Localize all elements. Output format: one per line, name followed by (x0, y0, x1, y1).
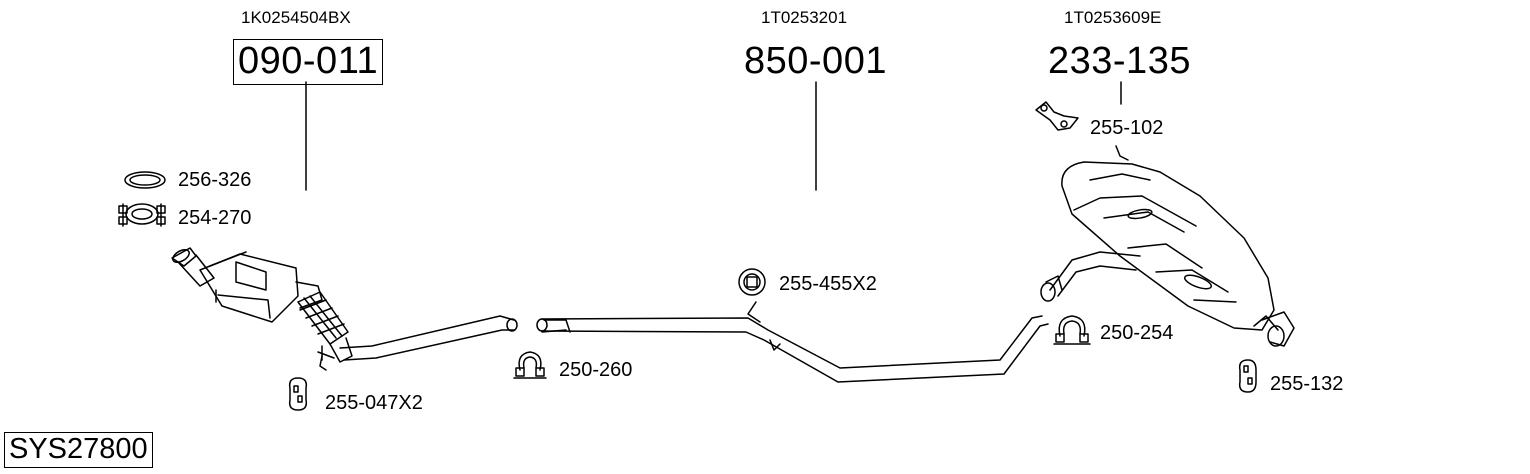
rear-silencer-icon (1040, 145, 1295, 347)
part-label-clamp-front[interactable]: 250-260 (559, 359, 633, 381)
part-label-rubber-hanger-rear[interactable]: 255-132 (1270, 373, 1344, 395)
pipe-clamp-icon (513, 351, 547, 379)
pipe-clamp-icon (1053, 315, 1091, 345)
middle-pipe-icon (536, 301, 1049, 383)
part-label-gasket-ring[interactable]: 256-326 (178, 169, 252, 191)
bracket-icon (1035, 101, 1079, 131)
system-code: SYS27800 (4, 432, 153, 468)
part-label-rubber-hanger-front[interactable]: 255-047X2 (325, 392, 423, 414)
flange-clamp-icon (118, 203, 166, 227)
part-number-rear-silencer[interactable]: 233-135 (1048, 40, 1191, 82)
part-number-middle-pipe[interactable]: 850-001 (744, 40, 887, 82)
rubber-hanger-icon (1238, 359, 1257, 393)
catalytic-converter-icon (171, 247, 518, 371)
part-label-rubber-hanger-mid[interactable]: 255-455X2 (779, 273, 877, 295)
part-label-flange-clamp[interactable]: 254-270 (178, 207, 252, 229)
part-label-bracket[interactable]: 255-102 (1090, 117, 1164, 139)
oem-number-middle-pipe: 1T0253201 (761, 8, 848, 27)
oem-number-catalytic: 1K0254504BX (241, 8, 351, 27)
rubber-hanger-icon (738, 268, 766, 296)
oem-number-rear-silencer: 1T0253609E (1064, 8, 1162, 27)
part-label-clamp-rear[interactable]: 250-254 (1100, 322, 1174, 344)
gasket-ring-icon (124, 171, 166, 189)
part-number-catalytic[interactable]: 090-011 (233, 39, 384, 85)
rubber-hanger-icon (288, 377, 308, 411)
